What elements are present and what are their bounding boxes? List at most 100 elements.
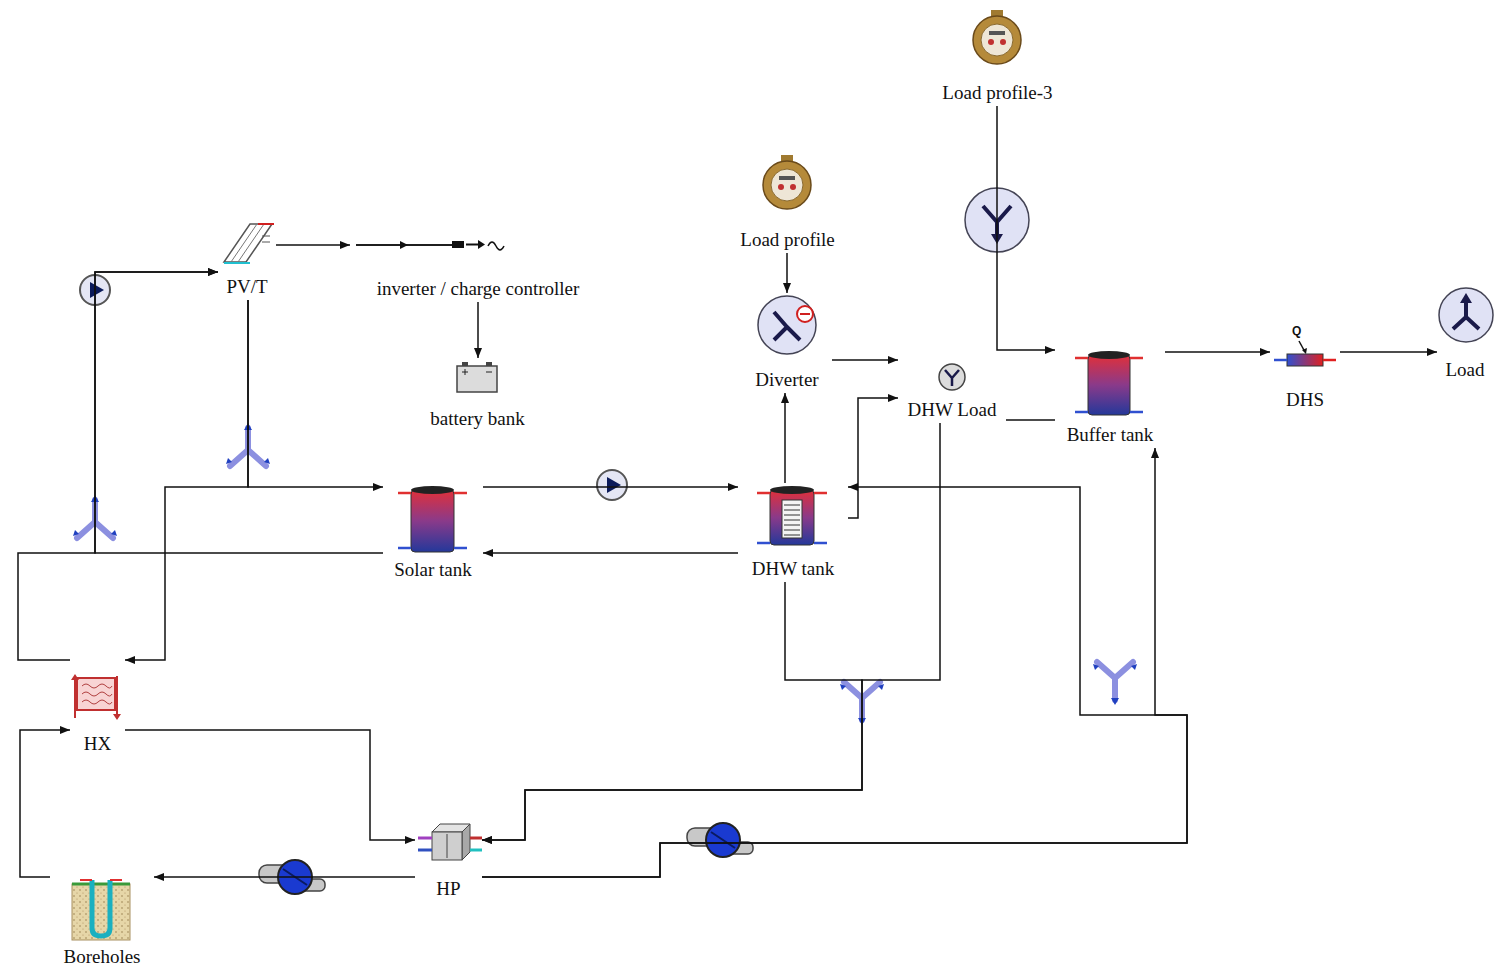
load-icon: [939, 364, 965, 390]
inverter-icon: [356, 244, 452, 246]
heat-exchanger-icon: [71, 674, 121, 720]
component-node: battery bank: [415, 358, 540, 432]
component-node: Diverter: [742, 293, 832, 393]
pipe-connector: [482, 423, 940, 840]
component-node: inverter / charge controller: [350, 230, 606, 302]
load-icon: [945, 370, 959, 386]
tank-icon: [411, 486, 454, 494]
component-label: HP: [436, 878, 460, 900]
diverter-icon: [758, 296, 816, 354]
component-node: HP: [415, 818, 482, 902]
pipe-connector: [786, 253, 788, 293]
diverter-icon: [797, 306, 813, 322]
borehole-icon: [72, 883, 130, 886]
component-node: Boreholes: [50, 865, 154, 970]
heat-pump-icon: [470, 837, 482, 840]
tank-icon: [770, 490, 814, 545]
tank-icon: [782, 500, 802, 538]
pipe-connector: [997, 106, 1055, 350]
component-node: Load profile: [725, 152, 850, 253]
mixer-icon: [1439, 288, 1493, 342]
tank-icon: [784, 505, 800, 535]
borehole-icon: [72, 880, 130, 940]
heat-pump-icon: [470, 849, 482, 852]
component-label: Solar tank: [394, 559, 472, 581]
pipe-connector: [1340, 351, 1437, 353]
pv-panel-icon: [231, 224, 264, 262]
component-node: PV/T: [218, 218, 276, 300]
meter-icon: [973, 10, 1021, 64]
borehole-icon: [72, 884, 130, 940]
tank-icon: [454, 492, 467, 495]
battery-icon: [486, 362, 492, 366]
pv-panel-icon: [258, 223, 274, 225]
pipe-connector: [248, 300, 383, 487]
tee-piece-icon: [1093, 662, 1137, 705]
tank-icon: [757, 492, 827, 495]
pv-panel-icon: [224, 262, 250, 264]
pipe-connector: [1006, 419, 1055, 421]
heat-pump-icon: [462, 824, 470, 860]
pv-panel-icon: [224, 224, 272, 262]
meter-icon: [763, 155, 811, 209]
component-label: Boreholes: [63, 946, 140, 968]
component-label: battery bank: [430, 408, 524, 430]
component-label: Buffer tank: [1067, 424, 1154, 446]
tank-icon: [398, 351, 1143, 552]
diverter-icon: [758, 296, 816, 354]
pipe-connector: [125, 300, 248, 660]
dhs-heater-icon: [1323, 359, 1336, 362]
component-node: DHW Load: [898, 352, 1006, 423]
pipe-connector: [125, 730, 415, 840]
diverter-icon: [774, 312, 800, 340]
dhs-heater-icon: [1274, 359, 1287, 362]
component-label: HX: [84, 733, 111, 755]
component-label: DHS: [1286, 389, 1324, 411]
component-node: DHS: [1270, 343, 1340, 413]
pump-icon: [597, 470, 627, 500]
pv-panel-icon: [262, 236, 270, 242]
component-label: DHW Load: [908, 399, 997, 421]
tank-icon: [1075, 357, 1143, 360]
tank-icon: [770, 486, 814, 494]
load-icon: [939, 364, 965, 390]
heat-exchanger-icon: [77, 678, 115, 710]
inverter-icon: [478, 240, 485, 249]
pipe-connector: [95, 272, 383, 553]
pipe-connector: [482, 448, 1187, 877]
inverter-icon: [488, 242, 504, 250]
dhs-heater-icon: [1287, 354, 1323, 366]
pipe-connector: [482, 487, 1187, 877]
pump-icon: [687, 823, 753, 857]
inverter-icon: [466, 244, 480, 246]
pipe-connector: [784, 393, 786, 483]
inverter-icon: [356, 244, 452, 246]
heat-flow-label: Q: [1292, 324, 1301, 338]
meter-icon: [763, 10, 1021, 209]
component-node: Buffer tank: [1055, 340, 1165, 448]
battery-icon: [457, 362, 497, 392]
component-label: Load profile-3: [942, 82, 1052, 104]
tank-icon: [1088, 351, 1130, 359]
pipe-connector: [276, 244, 350, 246]
battery-icon: [462, 362, 468, 366]
component-label: inverter / charge controller: [377, 278, 580, 300]
battery-icon: [462, 369, 492, 375]
heat-pump-icon: [432, 832, 462, 860]
dhs-heater-icon: [1274, 341, 1336, 366]
pv-panel-icon: [224, 224, 274, 263]
battery-icon: [457, 366, 497, 392]
component-label: Diverter: [755, 369, 818, 391]
borehole-icon: [92, 880, 110, 936]
heat-pump-icon: [418, 824, 482, 860]
pump-icon: [80, 275, 753, 894]
component-label: PV/T: [226, 276, 267, 298]
component-label: Load: [1445, 359, 1484, 381]
mixer-icon: [965, 188, 1493, 342]
component-node: Load: [1437, 283, 1493, 383]
pipe-connector: [482, 582, 862, 840]
component-label: Load profile: [740, 229, 834, 251]
tank-icon: [757, 542, 827, 545]
inverter-icon: [452, 241, 464, 248]
